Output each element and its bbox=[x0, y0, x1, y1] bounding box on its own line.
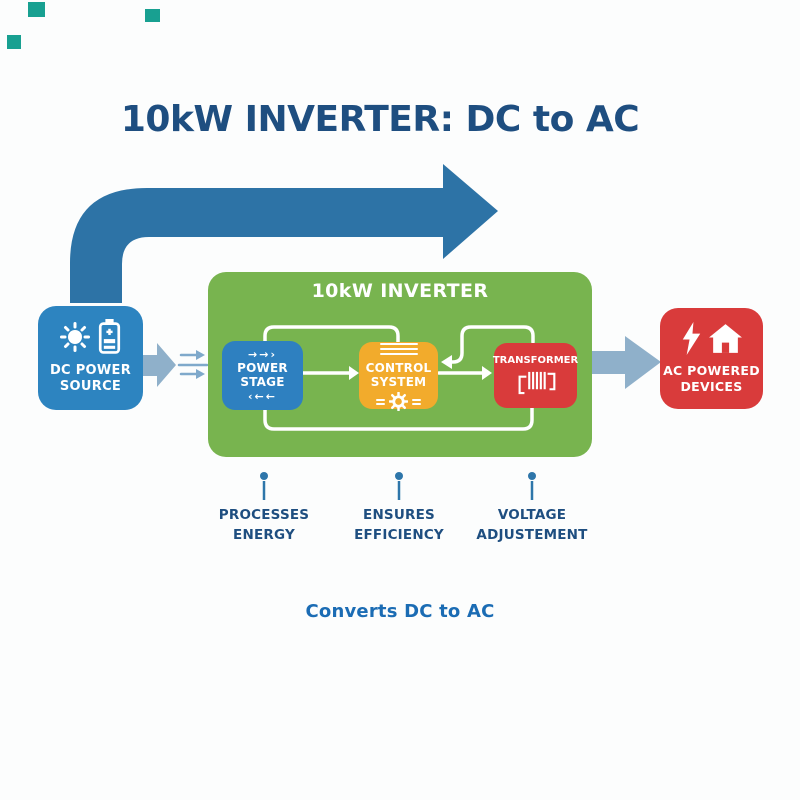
callout-pin-dot bbox=[528, 472, 536, 480]
callout-pin-dot bbox=[260, 472, 268, 480]
output-block-arrow-icon bbox=[592, 336, 661, 389]
dc-source-label-line1: DC POWER bbox=[49, 363, 132, 378]
dc-source-label-line2: SOURCE bbox=[59, 379, 122, 395]
ac-powered-devices-box: AC POWERED DEVICES bbox=[660, 308, 763, 409]
side-lines-icon bbox=[376, 396, 385, 408]
inverter-container-title: 10kW INVERTER bbox=[311, 280, 489, 302]
house-icon bbox=[708, 324, 742, 353]
ac-devices-label-line1: AC POWERED bbox=[663, 363, 760, 378]
lightning-icon bbox=[682, 322, 700, 355]
callout-pin-dot bbox=[395, 472, 403, 480]
decor-square bbox=[28, 2, 45, 17]
forward-arrows-icon: →→› bbox=[248, 347, 277, 361]
ac-devices-label-line2: DEVICES bbox=[680, 378, 743, 394]
decor-square bbox=[7, 35, 21, 49]
callout-ensures-efficiency: ENSURES EFFICIENCY bbox=[354, 507, 444, 544]
reverse-arrows-icon: ‹←← bbox=[248, 390, 277, 404]
callout-voltage-adjustement: VOLTAGE ADJUSTEMENT bbox=[476, 507, 588, 544]
callout-processes-energy: PROCESSES ENERGY bbox=[218, 507, 310, 544]
dc-power-source-box: DC POWER SOURCE bbox=[38, 306, 143, 410]
dc-flow-lines-icon bbox=[177, 353, 209, 376]
control-system-label-line2: SYSTEM bbox=[370, 374, 427, 389]
footer-caption: Converts DC to AC bbox=[305, 601, 495, 622]
menu-lines-icon bbox=[379, 340, 418, 358]
control-system-label-line1: CONTROL bbox=[365, 360, 432, 375]
input-block-arrow-icon bbox=[142, 343, 176, 387]
decor-square bbox=[145, 9, 160, 22]
power-stage-box: →→› POWER STAGE ‹←← bbox=[222, 341, 303, 410]
power-stage-label-line2: STAGE bbox=[240, 374, 285, 389]
dc-flow-arrowheads bbox=[196, 350, 205, 379]
control-system-box: CONTROL SYSTEM bbox=[359, 340, 438, 412]
gear-icon bbox=[389, 392, 408, 412]
sun-icon bbox=[60, 321, 90, 352]
transformer-label: TRANSFORMER bbox=[492, 355, 579, 367]
battery-icon bbox=[98, 319, 121, 354]
callout-pins bbox=[260, 472, 536, 500]
side-lines-icon bbox=[412, 396, 421, 408]
power-stage-label-line1: POWER bbox=[237, 360, 288, 375]
transformer-coil-icon bbox=[518, 371, 555, 394]
transformer-box: TRANSFORMER bbox=[492, 343, 579, 408]
page-title: 10kW INVERTER: DC to AC bbox=[120, 99, 640, 140]
